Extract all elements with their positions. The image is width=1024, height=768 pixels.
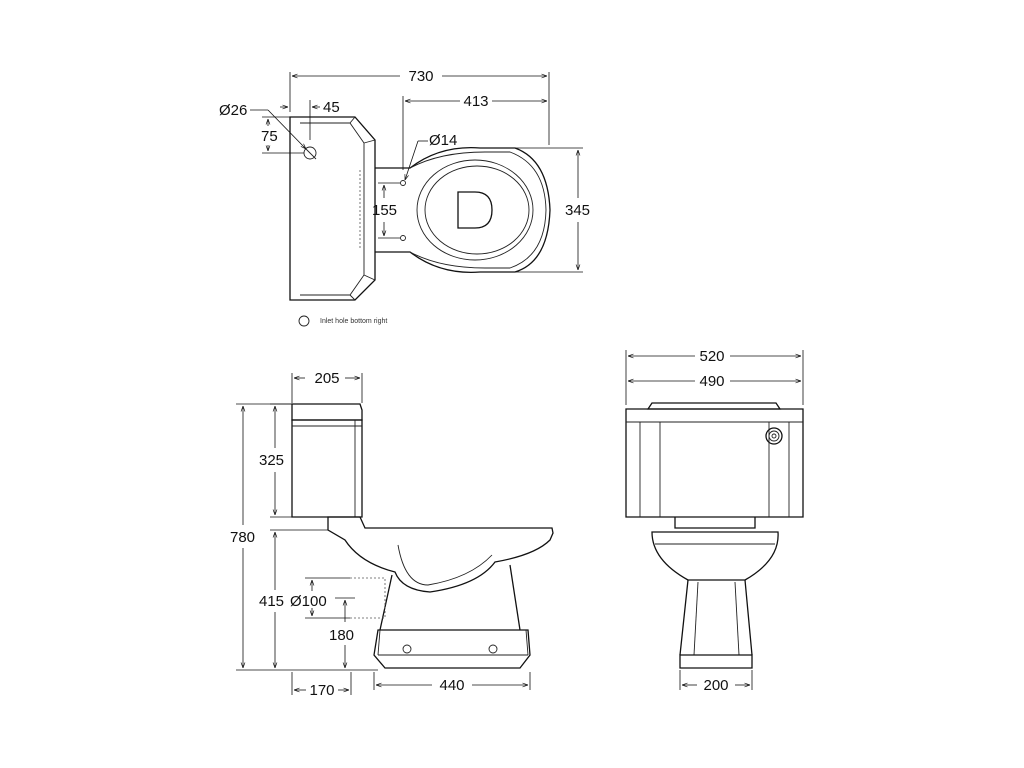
label-440: 440: [439, 677, 464, 694]
label-780: 780: [230, 529, 255, 546]
dim-cistern-depth: 205: [291, 370, 363, 403]
dim-outlet-setback: 170: [291, 672, 352, 699]
dim-cistern-width: 490: [628, 373, 801, 390]
dim-lid-width: 520: [625, 348, 804, 405]
dim-base-length: 440: [373, 672, 531, 694]
label-inlet-dia: Ø26: [219, 102, 247, 119]
label-45: 45: [323, 99, 340, 116]
dim-inlet-offset-y: 75: [261, 116, 304, 154]
label-180: 180: [329, 627, 354, 644]
label-outlet-dia: Ø100: [290, 593, 327, 610]
dim-inlet-dia: Ø26: [219, 102, 306, 149]
label-325: 325: [259, 452, 284, 469]
front-pan: [651, 517, 779, 669]
side-view: 205 325 780 415: [230, 370, 554, 699]
label-345: 345: [565, 202, 590, 219]
label-seat-fix-dia: Ø14: [429, 132, 457, 149]
front-view: 520 490 200: [625, 348, 804, 694]
dim-seat-fix-dia: Ø14: [405, 132, 457, 180]
label-520: 520: [699, 348, 724, 365]
dim-base-width: 200: [679, 670, 753, 694]
dim-pan-width: 345: [515, 147, 590, 273]
label-155: 155: [372, 202, 397, 219]
label-415: 415: [259, 593, 284, 610]
dim-cistern-height: 325: [259, 403, 292, 518]
label-75: 75: [261, 128, 278, 145]
dim-outlet-height: 180: [329, 597, 355, 668]
front-cistern: [625, 402, 804, 518]
dim-overall-height: 780: [230, 403, 378, 671]
dim-seat-fix-spacing: 155: [372, 182, 400, 239]
inlet-note: Inlet hole bottom right: [298, 315, 387, 327]
side-pan: [327, 516, 554, 669]
label-413: 413: [463, 93, 488, 110]
plan-view: 730 413 Ø26 45 75: [219, 68, 590, 327]
dim-outlet-dia: Ø100: [290, 577, 350, 619]
dim-pan-height: 415: [259, 529, 328, 668]
label-200: 200: [703, 677, 728, 694]
dim-pan-length: 413: [402, 93, 547, 170]
plan-pan: [359, 147, 551, 273]
plan-cistern: [289, 116, 376, 301]
label-730: 730: [408, 68, 433, 85]
dim-inlet-offset-x: 45: [280, 99, 340, 140]
label-490: 490: [699, 373, 724, 390]
dim-overall-length: 730: [289, 68, 550, 145]
inlet-note-text: Inlet hole bottom right: [320, 318, 387, 325]
label-205: 205: [314, 370, 339, 387]
label-170: 170: [309, 682, 334, 699]
side-cistern: [291, 403, 363, 518]
